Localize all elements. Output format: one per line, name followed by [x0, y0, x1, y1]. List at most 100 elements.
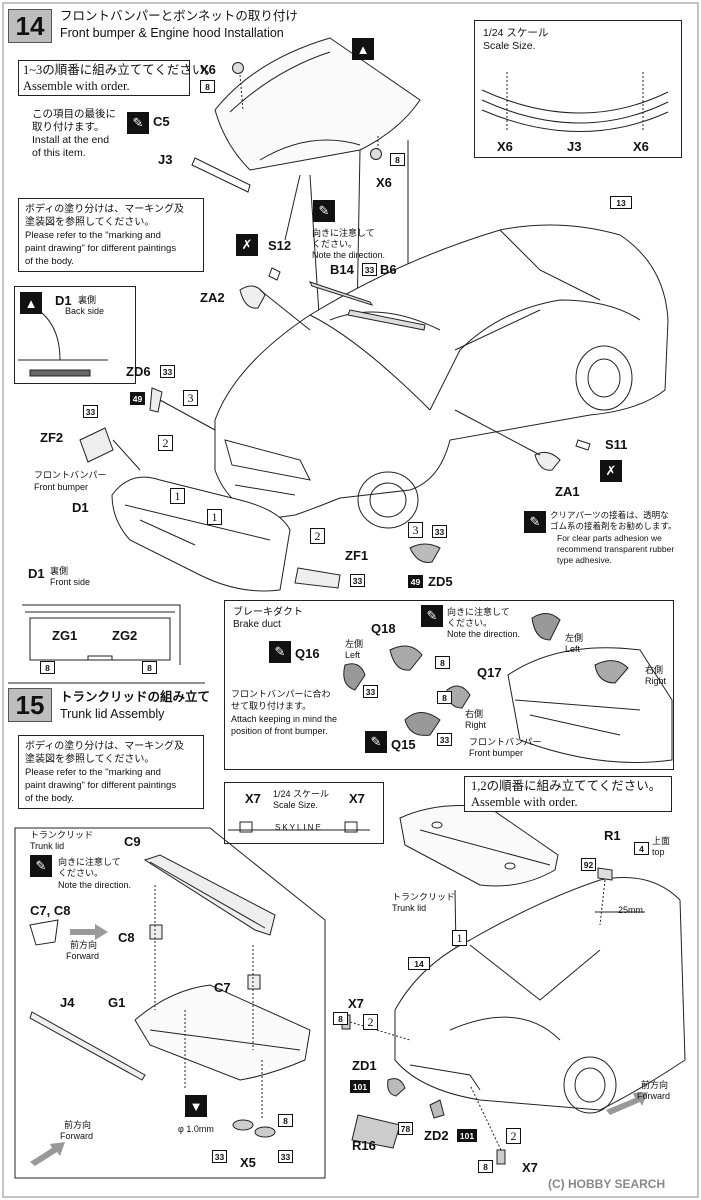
direction-duct-en: Note the direction. [447, 629, 521, 639]
direction15-jp2: ください。 [58, 868, 104, 878]
part-c5: C5 [153, 114, 170, 129]
badge-8-x5: 8 [278, 1114, 293, 1127]
part-s12: S12 [268, 238, 292, 253]
direction-note-en: Note the direction. [312, 250, 386, 260]
part-b6: B6 [380, 262, 397, 277]
part-c8: C8 [118, 930, 135, 945]
attach-note-jp2: せて取り付けます。 [231, 701, 312, 711]
forward-jp-right: 前方向 [641, 1080, 669, 1090]
direction-icon-duct: ✎ [421, 605, 443, 627]
badge-4-r1: 4 [634, 842, 649, 855]
paint-reference-note-15: ボディの塗り分けは、マーキング及 塗装図を参照してください。 Please re… [18, 735, 204, 809]
order-1-bumper-b: 1 [207, 509, 222, 525]
last-note-en2: of this item. [32, 147, 86, 159]
order-2-x7: 2 [363, 1014, 378, 1030]
part-b14: B14 [330, 262, 354, 277]
screw-icon-x6-hood [370, 148, 382, 160]
step-14-number: 14 [8, 9, 52, 43]
paint15-note-en1: Please refer to the "marking and [25, 767, 161, 778]
paint-note-en1: Please refer to the "marking and [25, 230, 161, 241]
part-za1: ZA1 [555, 484, 580, 499]
badge-49-zd5: 49 [408, 575, 423, 588]
badge-8-x7-bottom: 8 [478, 1160, 493, 1173]
step-15-title-jp: トランクリッドの組み立て [60, 690, 211, 704]
badge-33-zf1: 33 [350, 574, 365, 587]
paint-note-en3: of the body. [25, 256, 74, 267]
badge-33-zf2: 33 [83, 405, 98, 418]
watermark-text: HOBBY SEARCH [568, 1177, 666, 1191]
bumper-label-en: Front bumper [34, 482, 89, 492]
paint15-note-en3: of the body. [25, 793, 74, 804]
direction15-jp1: 向きに注意して [58, 857, 121, 867]
badge-101-zd2: 101 [457, 1129, 477, 1142]
part-zd5: ZD5 [428, 574, 453, 589]
back-side-box [14, 286, 136, 384]
badge-14-car: 14 [408, 957, 430, 970]
forward-jp-c: 前方向 [70, 940, 98, 950]
direction-duct-jp: 向きに注意して [447, 607, 510, 617]
clear-note-jp2: ゴム系の接着剤をお勧めします。 [550, 521, 677, 531]
brake-duct-jp: ブレーキダクト [233, 607, 303, 618]
direction-icon-c9: ✎ [30, 855, 52, 877]
part-d1-front: D1 [28, 566, 45, 581]
front-side-jp: 裏側 [50, 566, 69, 576]
scale-jp-step14: 1/24 スケール [483, 27, 549, 39]
trunk-lid-jp-right: トランクリッド [392, 892, 456, 902]
watermark-prefix: (C) [548, 1177, 565, 1191]
part-j4: J4 [60, 995, 75, 1010]
top-en: top [652, 847, 665, 857]
trunk-lid-jp: トランクリッド [30, 830, 94, 840]
last-note-jp2: 取り付けます。 [32, 121, 105, 133]
step-15-title-en: Trunk lid Assembly [60, 707, 165, 721]
glue-icon-c5: ✎ [127, 112, 149, 134]
order15-jp: 1,2の順番に組み立ててください。 [471, 779, 662, 793]
paint-note-jp1: ボディの塗り分けは、マーキング及 [25, 204, 184, 215]
part-zd1: ZD1 [352, 1058, 377, 1073]
part-q15: Q15 [391, 737, 416, 752]
paint-icon-s11: ✗ [600, 460, 622, 482]
direction-duct-jp2: ください。 [447, 618, 493, 628]
paint15-note-jp1: ボディの塗り分けは、マーキング及 [25, 741, 184, 752]
bumper-duct-en: Front bumper [469, 748, 524, 758]
brake-duct-box: ブレーキダクト Brake duct ✎ Q16 左側 Left Q18 ✎ 向… [224, 600, 674, 770]
part-zg1: ZG1 [52, 628, 78, 643]
part-zf2: ZF2 [40, 430, 64, 445]
scale15-en: Scale Size. [273, 800, 319, 810]
attach-note-jp1: フロントバンパーに合わ [231, 689, 331, 699]
part-d1-back: D1 [55, 293, 72, 308]
badge-49-zd6: 49 [130, 392, 145, 405]
order-note-jp: 1~3の順番に組み立ててください。 [23, 63, 217, 77]
part-c7: C7 [214, 980, 231, 995]
clear-note-jp1: クリアパーツの接着は、透明な [550, 510, 669, 520]
drill-icon: ▼ [185, 1095, 207, 1117]
step-14-title-jp: フロントバンパーとボンネットの取り付け [60, 9, 298, 23]
drill-diameter: φ 1.0mm [178, 1124, 214, 1134]
part-c9: C9 [124, 834, 141, 849]
scale-size-box-step14: 1/24 スケール Scale Size. X6 J3 X6 [474, 20, 682, 158]
clear-note-en3: type adhesive. [557, 555, 612, 565]
badge-33-b14: 33 [362, 263, 377, 276]
part-x5: X5 [240, 1155, 256, 1170]
step-14-title-en: Front bumper & Engine hood Installation [60, 26, 284, 40]
clear-note-en2: recommend transparent rubber [557, 544, 675, 554]
scale15-jp: 1/24 スケール [273, 789, 330, 799]
order-1-trunk: 1 [452, 930, 467, 946]
paint-reference-note: ボディの塗り分けは、マーキング及 塗装図を参照してください。 Please re… [18, 198, 204, 272]
left-label-en-q16: Left [345, 650, 361, 660]
scale15-x7-left: X7 [245, 791, 261, 806]
right-label-en-car: Right [645, 676, 667, 686]
left-label-jp-q16: 左側 [345, 639, 364, 649]
forward-en-c: Forward [66, 951, 100, 961]
badge-92-r1: 92 [581, 858, 596, 871]
paint-note-en2: paint drawing" for different paintings [25, 243, 177, 254]
badge-8-q17: 8 [437, 691, 452, 704]
scale-part-j3: J3 [567, 139, 582, 154]
part-q16: Q16 [295, 646, 320, 661]
brake-duct-en: Brake duct [233, 619, 281, 630]
scale-en-step14: Scale Size. [483, 40, 536, 52]
forward-en-right: Forward [637, 1091, 671, 1101]
bumper-duct-jp: フロントバンパー [469, 737, 542, 747]
last-note-jp1: この項目の最後に [32, 108, 116, 120]
scale15-x7-right: X7 [349, 791, 365, 806]
